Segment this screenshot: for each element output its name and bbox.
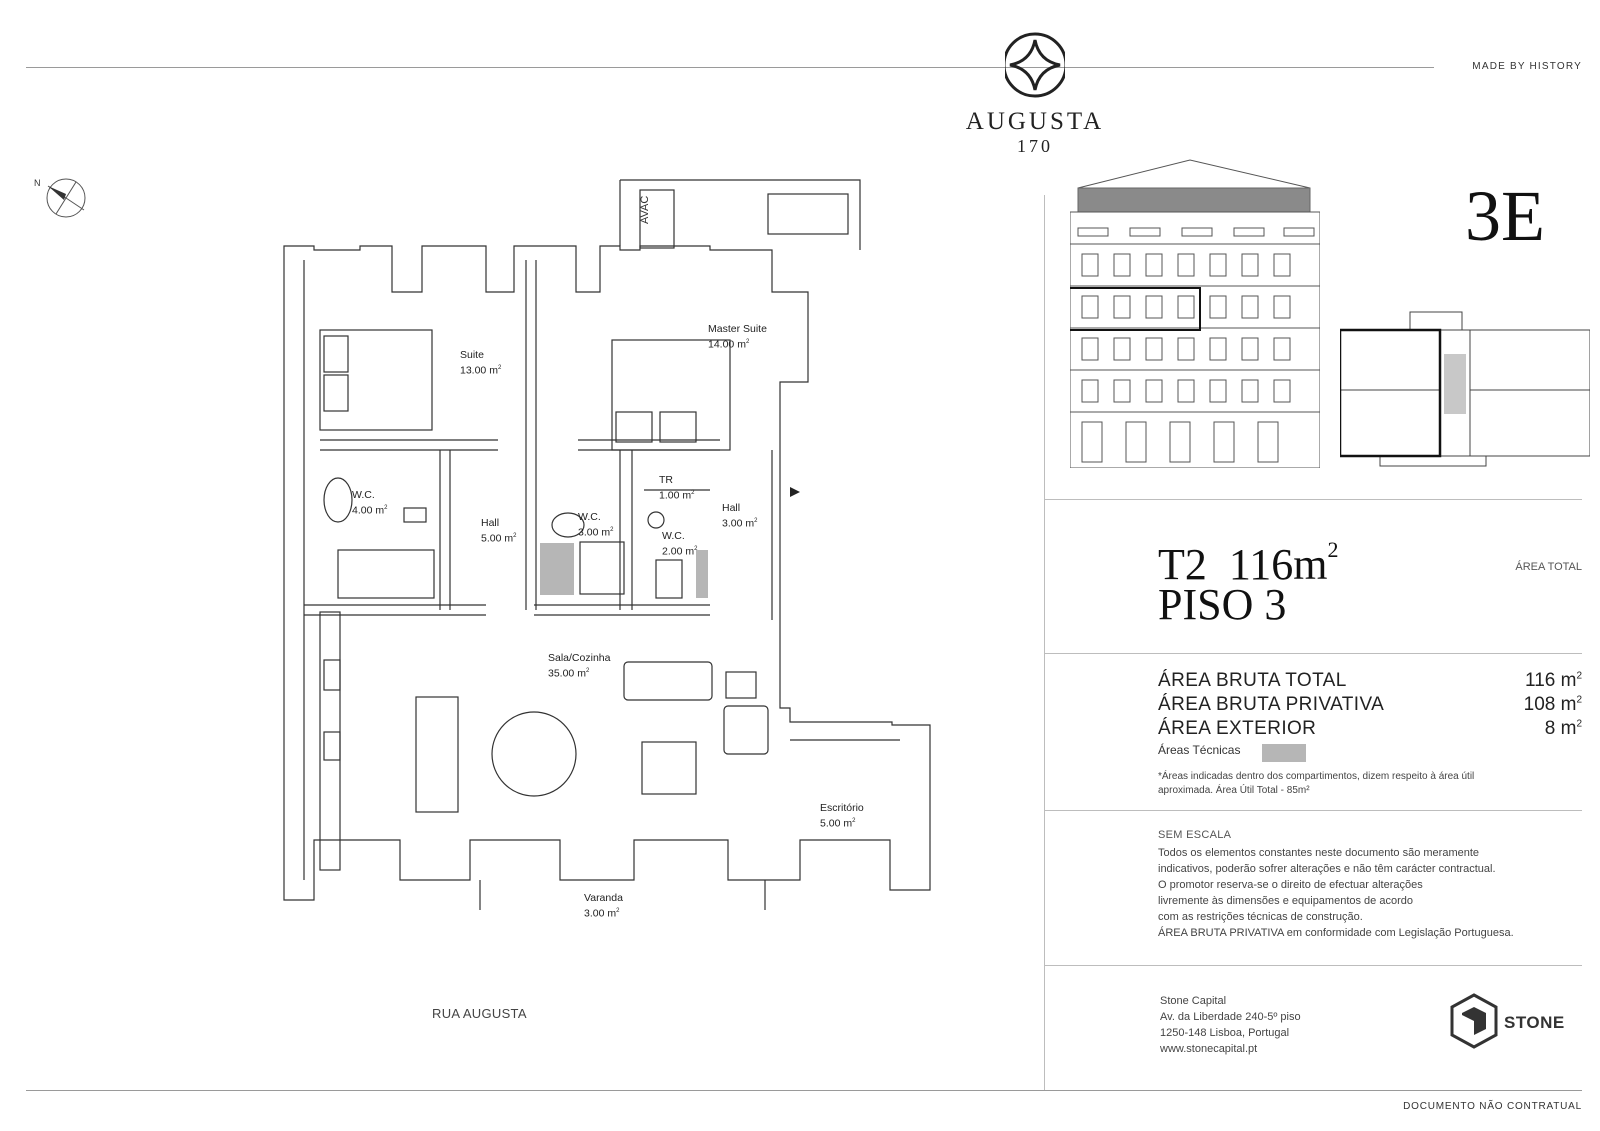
disclaimer-line: livremente às dimensões e equipamentos d… [1158,895,1413,907]
stone-logo-word: STONE [1504,1013,1565,1032]
panel-divider [1044,195,1045,1090]
room-hall-2: Hall 3.00 m2 [722,502,758,530]
room-wc-1: W.C. 4.00 m2 [352,489,388,517]
street-label: RUA AUGUSTA [432,1006,527,1021]
room-hall-1: Hall 5.00 m2 [481,517,517,545]
disclaimer-line: indicativos, poderão sofrer alterações e… [1158,863,1496,875]
room-escritorio: Escritório 5.00 m2 [820,802,864,830]
typology-code: T2 [1158,540,1207,589]
area-row-private: ÁREA BRUTA PRIVATIVA 108 m2 [1158,694,1582,715]
room-tr: TR 1.00 m2 [659,474,695,502]
unit-floor: PISO 3 [1158,580,1287,629]
panel-rule-4 [1044,965,1582,966]
scale-title: SEM ESCALA [1158,829,1232,841]
panel-rule-1 [1044,499,1582,500]
room-wc-3: W.C. 2.00 m2 [662,530,698,558]
north-arrow-icon: N [34,178,86,218]
augusta-logo-icon [1005,32,1065,98]
header-rule [26,67,1434,68]
unit-typology: T2 116m2 [1158,526,1338,589]
technical-area-swatch [1262,744,1306,762]
brand-name: AUGUSTA [965,108,1105,135]
total-area-label: ÁREA TOTAL [1515,561,1582,573]
developer-name: Stone Capital [1160,995,1227,1007]
room-suite: Suite 13.00 m2 [460,349,502,377]
technical-areas-label: Áreas Técnicas [1158,743,1241,757]
north-label: N [34,178,41,188]
disclaimer-line: com as restrições técnicas de construção… [1158,911,1363,923]
disclaimer-line: ÁREA BRUTA PRIVATIVA em conformidade com… [1158,927,1514,939]
building-elevation-icon [1070,159,1320,468]
key-plan-icon [1340,311,1590,467]
typology-area-sup: 2 [1327,537,1339,562]
footer-rule [26,1090,1582,1091]
developer-website: www.stonecapital.pt [1160,1043,1258,1055]
developer-address: 1250-148 Lisboa, Portugal [1160,1027,1290,1039]
panel-rule-3 [1044,810,1582,811]
room-master-suite: Master Suite 14.00 m2 [708,323,767,351]
typology-area: 116m [1228,540,1328,589]
floor-plan: AVAC [283,179,931,910]
disclaimer-line: O promotor reserva-se o direito de efect… [1158,879,1423,891]
disclaimer-line: Todos os elementos constantes neste docu… [1158,847,1480,859]
room-varanda: Varanda 3.00 m2 [584,892,623,920]
unit-code: 3E [1465,176,1545,256]
room-wc-2: W.C. 3.00 m2 [578,511,614,539]
area-note: *Áreas indicadas dentro dos compartiment… [1158,771,1475,796]
area-row-total: ÁREA BRUTA TOTAL 116 m2 [1158,670,1582,691]
developer-address: Av. da Liberdade 240-5º piso [1160,1011,1301,1023]
room-sala-cozinha: Sala/Cozinha 35.00 m2 [548,652,611,680]
panel-rule-2 [1044,653,1582,654]
area-row-exterior: ÁREA EXTERIOR 8 m2 [1158,718,1582,739]
tagline: MADE BY HISTORY [1472,61,1582,72]
footer-note: DOCUMENTO NÃO CONTRATUAL [1403,1101,1582,1112]
avac-label: AVAC [639,196,651,224]
brand-number: 170 [1017,136,1053,156]
stone-logo-icon [1450,993,1498,1049]
